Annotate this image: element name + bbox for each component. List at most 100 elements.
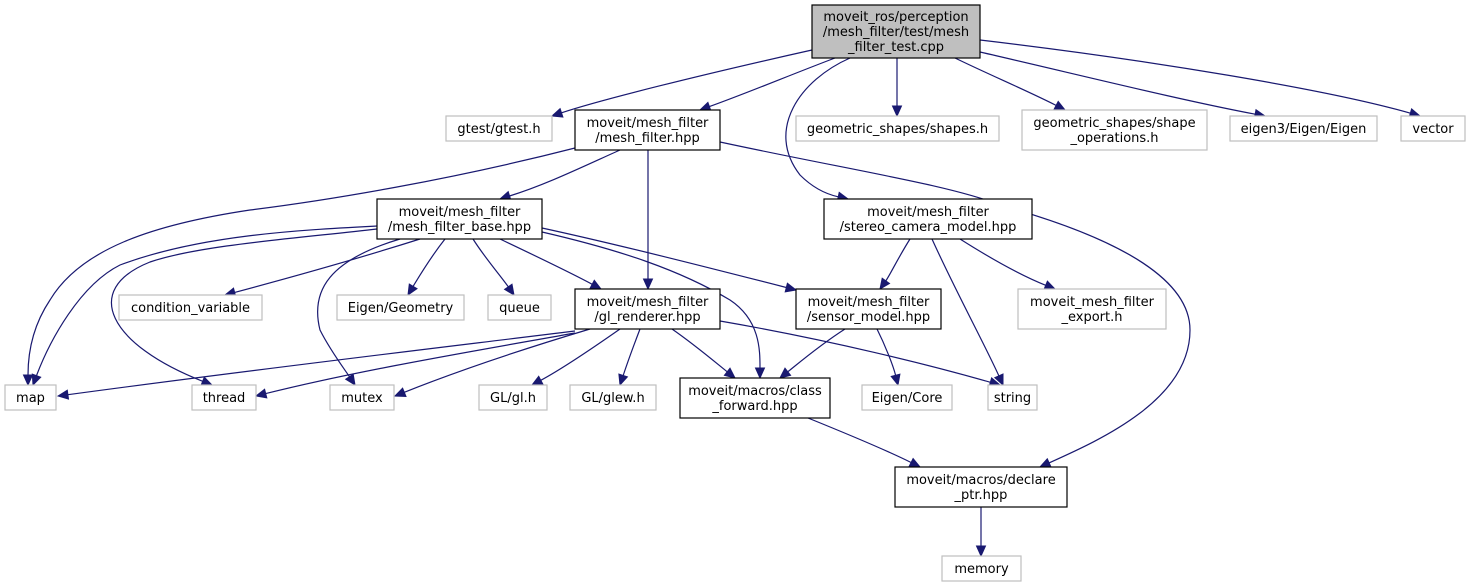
edge-sensor_model-to-class_forward (779, 328, 846, 379)
node-label-line: moveit/mesh_filter (587, 116, 709, 131)
node-box (894, 466, 1068, 508)
node-sensor-model[interactable]: moveit/mesh_filter/sensor_model.hpp (795, 288, 942, 330)
node-label-line: vector (1412, 122, 1454, 137)
node-label-line: geometric_shapes/shapes.h (807, 122, 988, 137)
node-label-line: condition_variable (131, 301, 250, 316)
edge-gl_renderer-to-mutex (393, 328, 591, 398)
edge-root-to-vector (979, 39, 1422, 119)
node-shape-ops: geometric_shapes/shape_operations.h (1021, 109, 1208, 151)
node-box (1400, 115, 1466, 142)
node-export: moveit_mesh_filter_export.h (1017, 288, 1167, 330)
edge-mesh_filter_base-to-geometry (407, 238, 446, 297)
edge-gl_renderer-to-map (56, 330, 576, 400)
node-label-line: gtest/gtest.h (457, 122, 540, 137)
node-box (795, 288, 942, 330)
node-label-line: mutex (341, 391, 383, 406)
node-box (1229, 115, 1378, 142)
edge-mesh_filter_base-to-gl_renderer (499, 238, 603, 290)
node-gl-renderer[interactable]: moveit/mesh_filter/gl_renderer.hpp (574, 288, 721, 330)
node-label-line: /mesh_filter.hpp (595, 131, 699, 146)
node-label-line: _operations.h (1069, 131, 1158, 146)
node-condvar: condition_variable (118, 294, 263, 321)
node-box (445, 115, 553, 142)
edge-line (709, 57, 836, 108)
node-label-line: Eigen/Core (872, 391, 943, 406)
edge-line (27, 147, 576, 376)
node-label-line: Eigen/Geometry (348, 301, 454, 316)
edge-mesh_filter-to-mesh_filter_base (498, 149, 621, 201)
node-label-line: /mesh_filter_base.hpp (388, 220, 531, 235)
node-mesh-filter-base[interactable]: moveit/mesh_filter/mesh_filter_base.hpp (376, 198, 543, 240)
node-label-line: /gl_renderer.hpp (594, 310, 700, 325)
node-memory: memory (941, 555, 1022, 582)
node-box (1021, 109, 1208, 151)
edge-line (979, 51, 1256, 115)
node-box (4, 384, 57, 411)
arrowhead-icon (891, 105, 903, 118)
arrowhead-icon (530, 375, 544, 386)
node-shapes: geometric_shapes/shapes.h (795, 115, 1000, 142)
node-box (569, 384, 657, 411)
arrowhead-icon (344, 373, 356, 387)
edge-line (979, 39, 1411, 114)
arrowhead-icon (22, 374, 34, 387)
node-box (376, 198, 543, 240)
node-eigen: eigen3/Eigen/Eigen (1229, 115, 1378, 142)
edge-line (671, 328, 728, 373)
node-label-line: moveit/macros/declare (906, 473, 1055, 488)
arrowhead-icon (779, 367, 792, 379)
node-label-line: _forward.hpp (711, 399, 797, 414)
arrowhead-icon (407, 283, 418, 297)
node-box (574, 288, 721, 330)
node-box (118, 294, 263, 321)
arrowhead-icon (31, 373, 42, 387)
node-label-line: string (994, 391, 1031, 406)
node-root[interactable]: moveit_ros/perception/mesh_filter/test/m… (811, 4, 981, 59)
edge-gl_renderer-to-gl (530, 328, 621, 386)
arrowhead-icon (890, 373, 901, 387)
edge-gl_renderer-to-thread (254, 332, 576, 399)
node-map: map (4, 384, 57, 411)
edge-line (412, 238, 446, 287)
node-class-forward[interactable]: moveit/macros/class_forward.hpp (679, 377, 831, 419)
arrowhead-icon (642, 278, 654, 291)
node-label-line: _filter_test.cpp (847, 40, 944, 55)
edge-line (787, 328, 846, 373)
edge-line (719, 141, 1191, 464)
arrowhead-icon (754, 367, 766, 380)
node-box (487, 294, 552, 321)
node-label-line: /sensor_model.hpp (807, 310, 930, 325)
edge-line (885, 238, 911, 282)
node-stereo[interactable]: moveit/mesh_filter/stereo_camera_model.h… (823, 198, 1033, 240)
node-box (679, 377, 831, 419)
edge-line (509, 149, 621, 197)
edge-stereo-to-string (931, 238, 1004, 387)
node-mesh-filter[interactable]: moveit/mesh_filter/mesh_filter.hpp (574, 109, 721, 151)
arrowhead-icon (56, 389, 70, 400)
node-box (823, 198, 1033, 240)
edge-mesh_filter-to-map (22, 147, 576, 387)
node-label-line: moveit/mesh_filter (808, 295, 930, 310)
edge-mesh_filter-to-gl_renderer (642, 150, 654, 291)
node-thread: thread (191, 384, 257, 411)
edge-line (472, 238, 509, 288)
edge-class_forward-to-declare_ptr (807, 417, 922, 468)
edge-line (316, 238, 401, 378)
arrowhead-icon (1053, 100, 1067, 111)
node-label-line: queue (499, 301, 540, 316)
node-geometry: Eigen/Geometry (336, 294, 465, 321)
edge-root-to-shapes (891, 58, 903, 118)
arrowhead-icon (503, 283, 515, 296)
node-glew: GL/glew.h (569, 384, 657, 411)
edge-line (561, 49, 813, 114)
arrowhead-icon (975, 545, 987, 558)
edge-mesh_filter_base-to-map (31, 225, 378, 387)
edge-line (931, 238, 1000, 377)
edge-line (876, 328, 897, 376)
edge-root-to-eigen (979, 51, 1267, 120)
node-label-line: moveit/mesh_filter (587, 295, 709, 310)
edge-line (234, 238, 421, 293)
arrowhead-icon (589, 279, 603, 290)
edge-mesh_filter_base-to-queue (472, 238, 515, 296)
node-declare-ptr[interactable]: moveit/macros/declare_ptr.hpp (894, 466, 1068, 508)
